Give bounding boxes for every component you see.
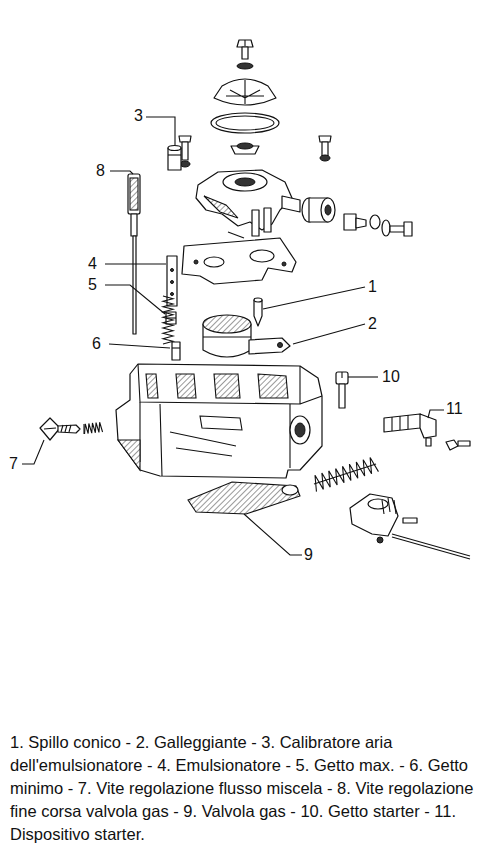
callout-number: 3 bbox=[134, 108, 143, 124]
throttle-stop-screw bbox=[128, 174, 140, 334]
callout-number: 5 bbox=[88, 277, 97, 293]
callout-number: 4 bbox=[88, 256, 97, 272]
cover-screws bbox=[179, 136, 331, 167]
mixture-screw bbox=[40, 418, 84, 440]
throttle-spring bbox=[314, 464, 376, 484]
upper-cover bbox=[196, 170, 300, 238]
callout-number: 7 bbox=[9, 456, 18, 472]
callout-number: 6 bbox=[92, 336, 101, 352]
fuel-inlet bbox=[302, 198, 412, 236]
gasket bbox=[182, 238, 296, 284]
callout-number: 10 bbox=[382, 369, 400, 385]
callout-number: 2 bbox=[368, 316, 377, 332]
starter-jet bbox=[336, 372, 348, 408]
idle-jet bbox=[172, 342, 180, 360]
callout-number: 9 bbox=[304, 547, 313, 563]
caption: 1. Spillo conico - 2. Galleggiante - 3. … bbox=[10, 731, 492, 846]
callout-number: 8 bbox=[96, 163, 105, 179]
throttle-spring-coil bbox=[315, 457, 378, 491]
starter-device bbox=[384, 414, 470, 450]
leader-lines bbox=[22, 117, 444, 555]
main-jet-spring bbox=[163, 296, 173, 344]
throttle-valve bbox=[188, 482, 300, 514]
float-needle bbox=[254, 298, 262, 326]
callout-number: 11 bbox=[446, 401, 463, 417]
air-corrector-jet bbox=[168, 146, 181, 171]
float bbox=[203, 315, 290, 357]
spring-coil bbox=[85, 422, 103, 434]
throttle-lever bbox=[350, 494, 470, 559]
top-cover-group bbox=[211, 40, 279, 154]
carburetor-body bbox=[116, 364, 322, 478]
callout-number: 1 bbox=[368, 279, 377, 295]
